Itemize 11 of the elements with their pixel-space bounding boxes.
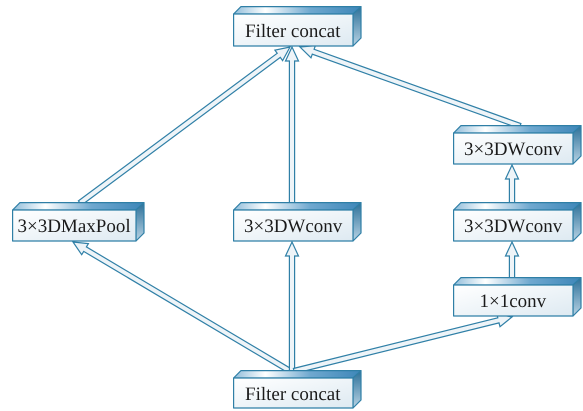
arrow <box>284 46 300 204</box>
block-label: 3×3DWconv <box>464 217 562 236</box>
arrow <box>504 164 520 204</box>
block-label: 3×3DWconv <box>244 217 342 236</box>
arrow <box>284 240 300 372</box>
block-label: Filter concat <box>245 22 340 40</box>
block-label: Filter concat <box>245 384 340 404</box>
block-label: 3×3DMaxPool <box>18 217 131 236</box>
block-label: 1×1conv <box>480 292 546 311</box>
arrow <box>504 240 520 279</box>
block-label: 3×3DWconv <box>464 140 562 159</box>
